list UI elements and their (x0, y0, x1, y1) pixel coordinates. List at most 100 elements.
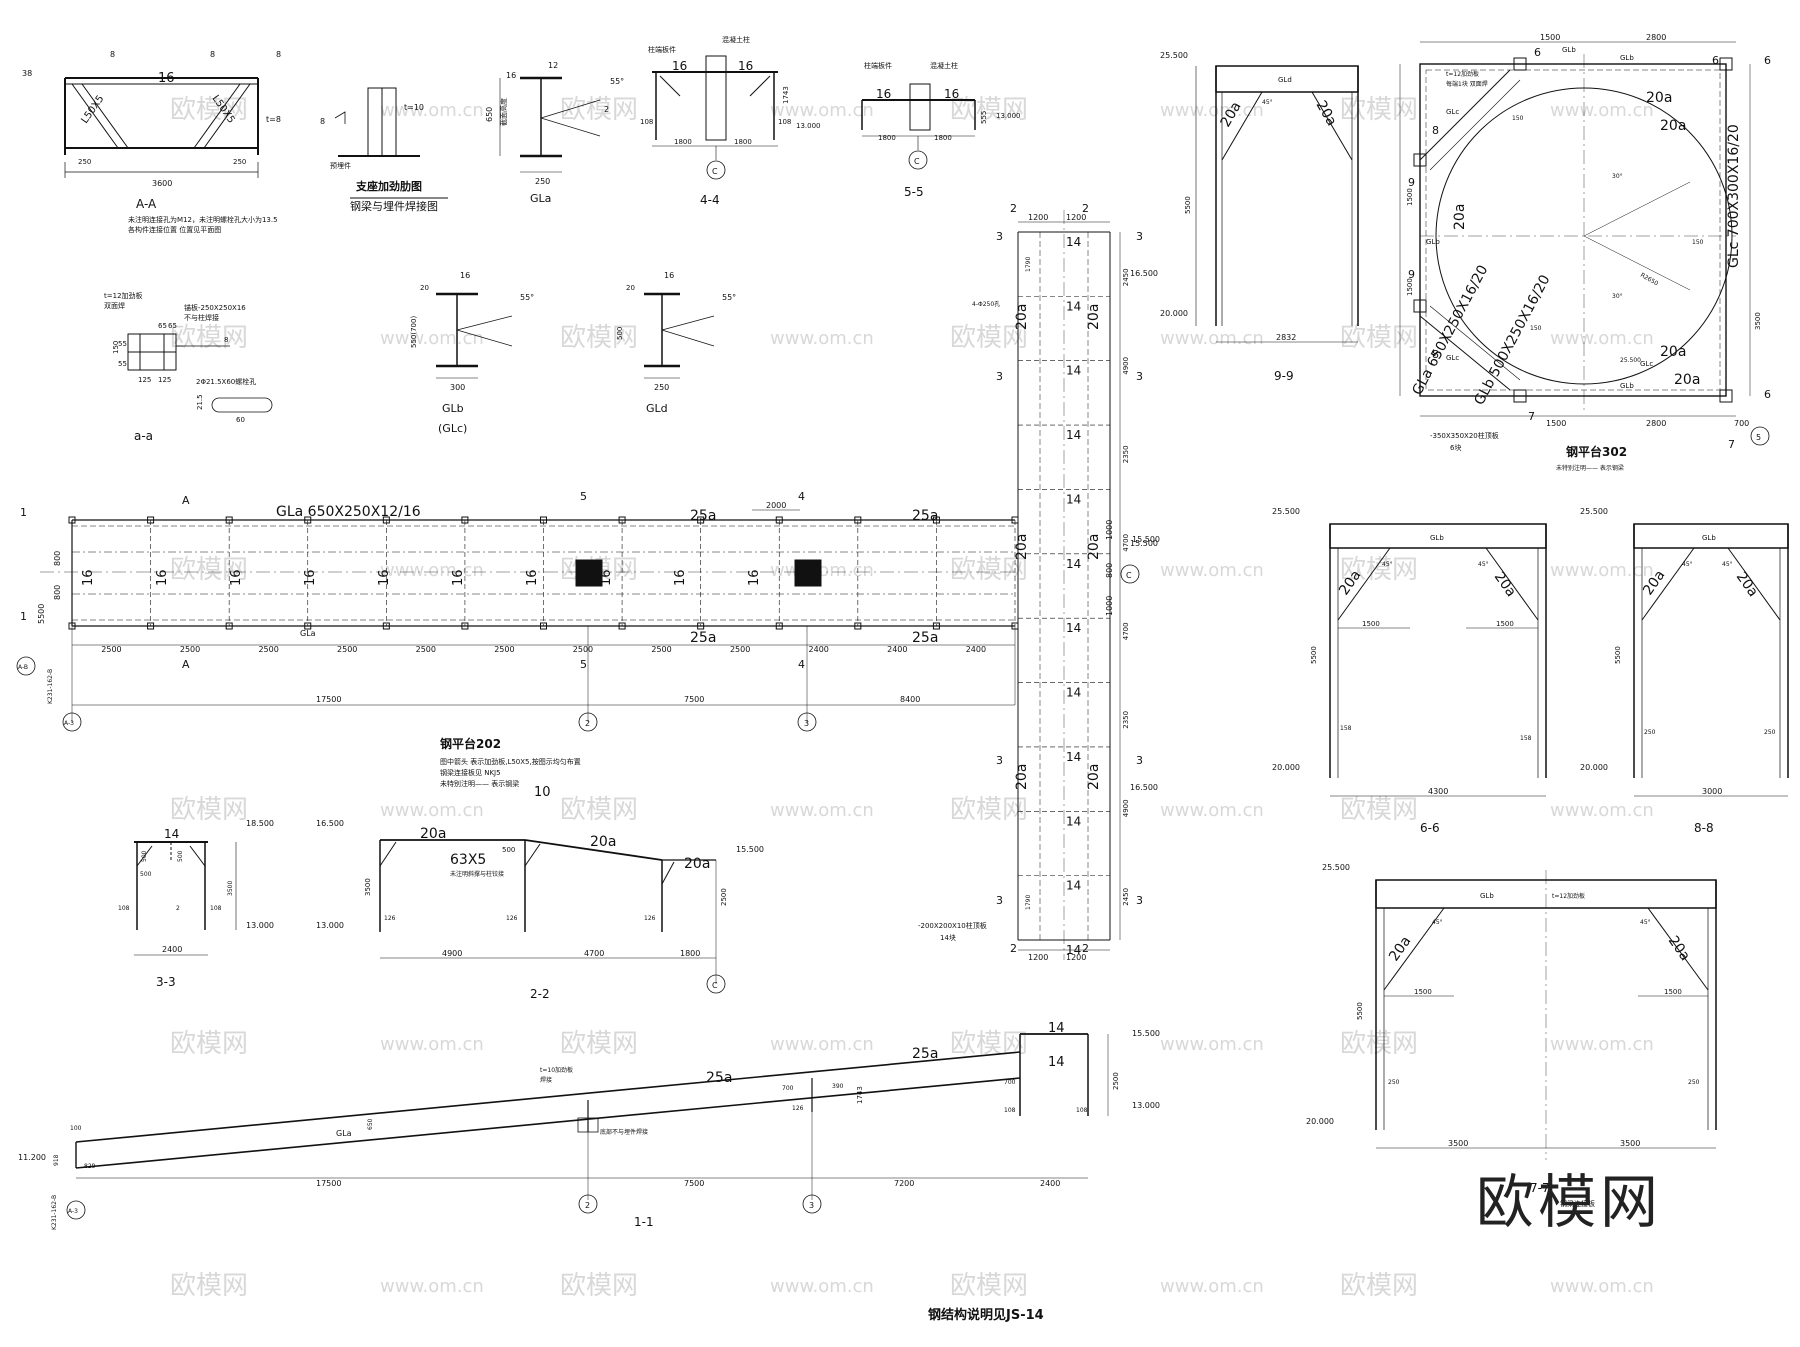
section-11 (66, 1033, 1109, 1220)
pv-mark-2b: 2 (1082, 202, 1089, 215)
aa-small-note-5: 2Φ21.5X60螺栓孔 (196, 377, 256, 386)
p302-title: 钢平台302 (1566, 444, 1627, 459)
s11-grid-3: 3 (809, 1201, 814, 1210)
s66-col-2: 158 (1520, 735, 1532, 742)
s22-elev-top: 16.500 (316, 819, 344, 828)
pv-mark-3b: 3 (1136, 230, 1143, 243)
s99-angle: 45° (1262, 99, 1273, 106)
s77-elev-top: 25.500 (1322, 863, 1350, 872)
s22-height: 3500 (364, 878, 372, 896)
s11-sd-6: 390 (832, 1083, 844, 1090)
p202-25a-2: 25a (912, 508, 938, 524)
section-44-text: 柱端板件 混凝土柱 16 16 108 108 1743 13.000 1800… (640, 35, 821, 207)
s11-sd-2: 918 (53, 1154, 60, 1166)
p202-column-bottom-7 (618, 622, 626, 630)
p302-sd-2: 150 (1530, 325, 1542, 332)
watermark-url-3: www.om.cn (1550, 100, 1654, 121)
pv-bot-dim-2: 1200 (1066, 953, 1086, 962)
s88-angle-1: 45° (1682, 561, 1693, 568)
p202-bay-dim-10: 2400 (887, 645, 907, 654)
p302-base-qty: 6块 (1450, 443, 1461, 452)
pv-mark-3h: 3 (1136, 894, 1143, 907)
watermark-cn-7: 欧模网 (1340, 323, 1418, 353)
p202-grid-c: C (1126, 571, 1132, 580)
watermark-url-0: www.om.cn (380, 100, 484, 121)
platform-202-text: GLa 650X250X12/16 GLa 25a 25a 25a 25a 20… (18, 490, 1160, 800)
s22-note: 未注明斜撑与柱铰接 (450, 870, 504, 878)
s99-height: 5500 (1184, 196, 1192, 214)
s11-note-plate: t=10加劲板 (540, 1066, 573, 1074)
platform-302-plan (1399, 41, 1770, 446)
p202-grid-ab: A-B (18, 664, 28, 671)
p202-member-16-8: 16 (673, 569, 688, 586)
gld-label: GLd (646, 402, 668, 415)
detail-support-text: t=10 8 预埋件 支座加劲肋图 钢梁与埋件焊接图 (320, 103, 448, 213)
s22-elev-bot: 13.000 (316, 921, 344, 930)
s22-top-dim: 500 (502, 846, 515, 854)
p202-column-bottom-5 (461, 622, 469, 630)
p302-mark-9a: 9 (1408, 176, 1415, 189)
s33-elev-top: 18.500 (246, 819, 274, 828)
p202-column-top-0 (68, 516, 76, 524)
p302-dim-left-2: 1500 (1406, 278, 1414, 296)
s11-dim-1: 17500 (316, 1179, 341, 1188)
p202-column-bottom-2 (225, 622, 233, 630)
watermark-url-22: www.om.cn (1160, 1276, 1264, 1297)
aa-weld-3: 8 (276, 50, 281, 59)
p202-bay-dim-4: 2500 (416, 645, 436, 654)
section-aa (64, 77, 259, 178)
p302-dim-bot-3: 700 (1734, 419, 1749, 428)
pv-note-qty: 14块 (940, 933, 956, 942)
p202-column-top-5 (461, 516, 469, 524)
p202-grid-2: 2 (585, 719, 590, 728)
aa-plate: t=8 (266, 115, 281, 124)
s66-elev-bot: 20.000 (1272, 763, 1300, 772)
p202-mark-4a: 4 (798, 490, 805, 503)
s11-caption: 1-1 (634, 1215, 654, 1229)
glb-width: 300 (450, 383, 465, 392)
pv-member-14-6: 14 (1066, 621, 1081, 635)
p202-column-bottom-11 (932, 622, 940, 630)
p202-bay-dim-1: 2500 (180, 645, 200, 654)
platform-vertical-plan (1017, 210, 1121, 960)
p202-mark-4b: 4 (798, 658, 805, 671)
aa-note-2: 各构件连接位置 位置见平面图 (128, 225, 221, 234)
pv-elev-2: 15.500 (1130, 539, 1158, 548)
s11-grid-a3: A-3 (68, 1208, 78, 1215)
s11-height: 2500 (1112, 1072, 1120, 1090)
p202-column-bottom-3 (304, 622, 312, 630)
s88-elev-bot: 20.000 (1580, 763, 1608, 772)
watermark-url-14: www.om.cn (1160, 800, 1264, 821)
p202-column-top-10 (854, 516, 862, 524)
watermark-url-16: www.om.cn (380, 1034, 484, 1055)
aa-weld-1: 8 (110, 50, 115, 59)
watermark-url-15: www.om.cn (1550, 800, 1654, 821)
section-gla (499, 76, 601, 173)
pv-dim-right-7: 2450 (1122, 888, 1130, 906)
aa-small-note-4: 不与柱焊接 (184, 313, 219, 322)
section-99 (1195, 65, 1359, 343)
s77-angle-2: 45° (1640, 919, 1651, 926)
support-weld: 8 (320, 117, 325, 126)
watermark-url-19: www.om.cn (1550, 1034, 1654, 1055)
section-44 (652, 55, 778, 180)
watermark-url-20: www.om.cn (380, 1276, 484, 1297)
s77-caption: 7-7 (1530, 1181, 1550, 1195)
aa-end-dim-right: 250 (233, 158, 246, 166)
section-gld-text: 16 20 500 55° 250 GLd (616, 271, 736, 415)
watermark-cn-3: 欧模网 (1340, 95, 1418, 125)
pv-member-14-7: 14 (1066, 686, 1081, 700)
detail-aa-small-text: t=12加劲板 双面焊 锚板-250X250X16 不与柱焊接 2Φ21.5X6… (104, 291, 256, 443)
pv-note-hole: 4-Φ250孔 (972, 300, 1000, 308)
section-77 (1375, 870, 1717, 1160)
s44-elev: 13.000 (796, 122, 821, 130)
pv-member-14-9: 14 (1066, 814, 1081, 828)
watermark-cn-21: 欧模网 (560, 1271, 638, 1301)
p302-sd-1: 150 (1692, 239, 1704, 246)
s22-elev-right: 15.500 (736, 845, 764, 854)
platform-vertical-text: 1200 1200 1200 1200 2 2 3 3 3 3 3 3 3 3 … (918, 202, 1158, 962)
p202-column-bottom-6 (540, 622, 547, 630)
p302-angle-2: 30° (1612, 293, 1623, 300)
s33-width: 2400 (162, 945, 182, 954)
